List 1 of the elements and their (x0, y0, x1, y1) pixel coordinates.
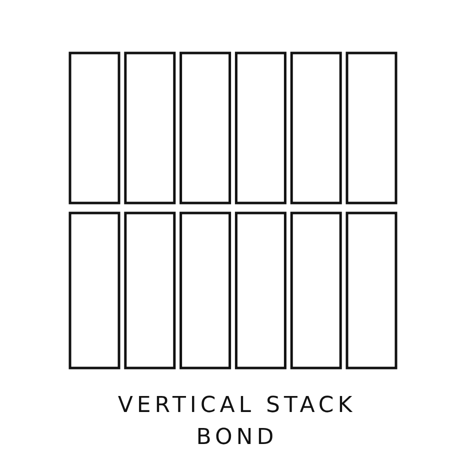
caption: VERTICAL STACK BOND (116, 392, 358, 452)
